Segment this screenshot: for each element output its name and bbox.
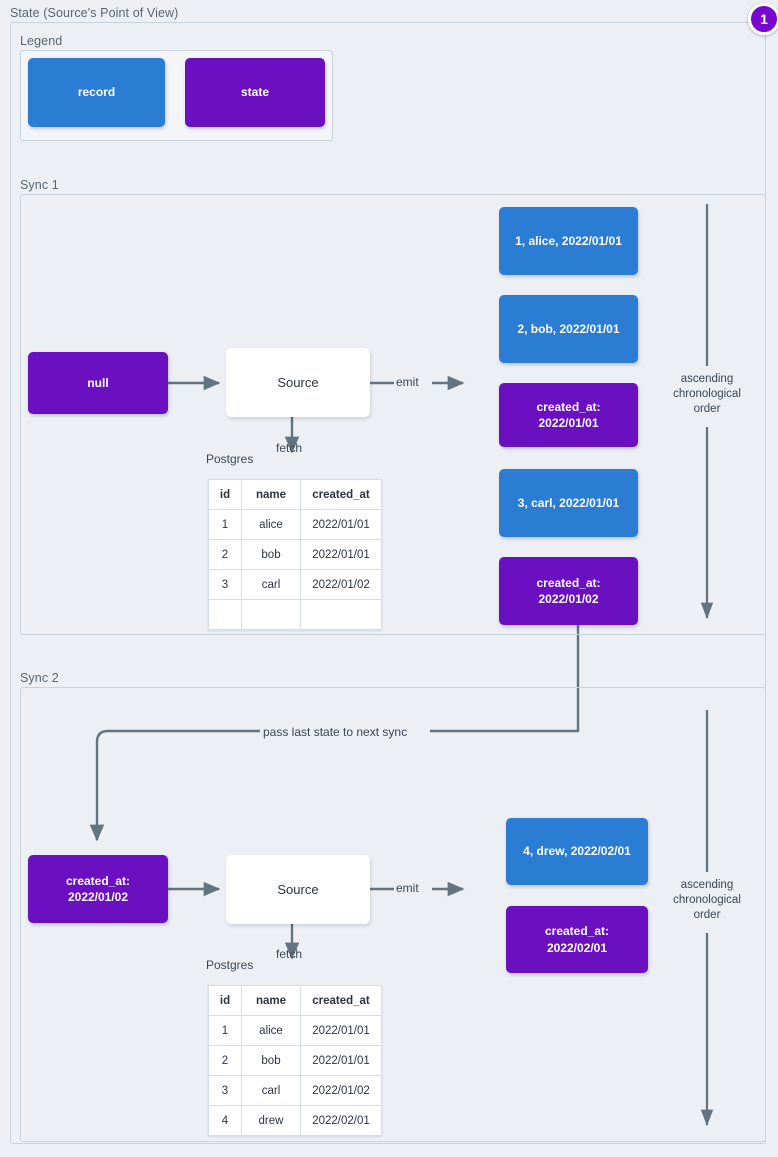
cell-id: 1 bbox=[208, 509, 242, 540]
sync1-emitted-state-1: created_at: 2022/01/01 bbox=[499, 383, 638, 447]
table-row: 2 bob 2022/01/01 bbox=[208, 1045, 382, 1076]
table-header-row: id name created_at bbox=[208, 479, 382, 510]
legend-swatch-record: record bbox=[28, 58, 165, 127]
order-note-line-1: ascending bbox=[680, 373, 734, 385]
cell-id: 2 bbox=[208, 539, 242, 570]
cell-created-at: 2022/01/01 bbox=[300, 1015, 382, 1046]
sync2-title: Sync 2 bbox=[20, 671, 59, 685]
col-id: id bbox=[208, 985, 242, 1016]
state-key: created_at: bbox=[536, 399, 601, 414]
sync1-title: Sync 1 bbox=[20, 178, 59, 192]
cell-name: alice bbox=[241, 509, 301, 540]
order-note-line-2: chronological bbox=[673, 388, 741, 401]
step-badge: 1 bbox=[748, 3, 778, 35]
col-name: name bbox=[241, 985, 301, 1016]
state-value: 2022/01/02 bbox=[538, 592, 599, 606]
col-name: name bbox=[241, 479, 301, 510]
legend-title: Legend bbox=[20, 34, 63, 48]
col-created-at: created_at bbox=[300, 985, 382, 1016]
sync1-source-node: Source bbox=[226, 348, 370, 417]
sync2-order-note: ascending chronological order bbox=[662, 878, 752, 924]
cell-name: drew bbox=[241, 1105, 301, 1136]
legend-swatch-state: state bbox=[185, 58, 325, 127]
sync2-emitted-record-1: 4, drew, 2022/02/01 bbox=[506, 818, 648, 885]
cell-name bbox=[241, 599, 301, 630]
sync1-postgres-table: id name created_at 1 alice 2022/01/01 2 … bbox=[208, 479, 382, 630]
cell-id: 1 bbox=[208, 1015, 242, 1046]
state-value: 2022/02/01 bbox=[546, 940, 608, 955]
sync1-emitted-record-1: 1, alice, 2022/01/01 bbox=[499, 207, 638, 275]
sync1-emitted-state-2: created_at: 2022/01/02 bbox=[499, 557, 638, 625]
sync1-db-label: Postgres bbox=[206, 452, 254, 466]
sync1-order-note: ascending chronological order bbox=[662, 372, 752, 418]
table-row: 3 carl 2022/01/02 bbox=[208, 569, 382, 600]
cell-created-at: 2022/01/01 bbox=[300, 1045, 382, 1076]
state-key: created_at: bbox=[536, 575, 601, 590]
order-note-line-1: ascending bbox=[680, 879, 734, 891]
cell-created-at bbox=[300, 599, 382, 630]
table-row: 2 bob 2022/01/01 bbox=[208, 539, 382, 570]
cell-id: 4 bbox=[208, 1105, 242, 1136]
cell-name: alice bbox=[241, 1015, 301, 1046]
state-key: created_at: bbox=[544, 924, 610, 939]
sync1-emitted-record-3: 3, carl, 2022/01/01 bbox=[499, 469, 638, 537]
table-row-empty bbox=[208, 599, 382, 630]
cell-created-at: 2022/02/01 bbox=[300, 1105, 382, 1136]
state-value: 2022/01/02 bbox=[67, 890, 129, 904]
table-row: 3 carl 2022/01/02 bbox=[208, 1075, 382, 1106]
state-key: created_at: bbox=[65, 873, 131, 888]
cell-created-at: 2022/01/01 bbox=[300, 539, 382, 570]
order-note-line-3: order bbox=[693, 909, 721, 922]
cell-created-at: 2022/01/02 bbox=[300, 1075, 382, 1106]
sync2-emit-label: emit bbox=[396, 881, 419, 895]
sync2-postgres-table: id name created_at 1 alice 2022/01/01 2 … bbox=[208, 985, 382, 1136]
table-row: 1 alice 2022/01/01 bbox=[208, 509, 382, 540]
cell-id: 3 bbox=[208, 569, 242, 600]
pass-state-label: pass last state to next sync bbox=[260, 725, 411, 739]
cell-created-at: 2022/01/01 bbox=[300, 509, 382, 540]
sync1-input-state: null bbox=[28, 352, 168, 414]
sync2-fetch-label: fetch bbox=[276, 947, 303, 961]
table-header-row: id name created_at bbox=[208, 985, 382, 1016]
cell-name: bob bbox=[241, 1045, 301, 1076]
order-note-line-3: order bbox=[693, 403, 721, 416]
sync2-source-node: Source bbox=[226, 855, 370, 924]
sync2-emitted-state-1: created_at: 2022/02/01 bbox=[506, 906, 648, 973]
table-row: 4 drew 2022/02/01 bbox=[208, 1105, 382, 1136]
cell-name: bob bbox=[241, 539, 301, 570]
col-created-at: created_at bbox=[300, 479, 382, 510]
cell-id bbox=[208, 599, 242, 630]
sync1-fetch-label: fetch bbox=[276, 441, 303, 455]
cell-name: carl bbox=[241, 1075, 301, 1106]
sync2-frame bbox=[20, 687, 766, 1142]
sync1-emit-label: emit bbox=[396, 375, 419, 389]
order-note-line-2: chronological bbox=[673, 894, 741, 907]
state-value: 2022/01/01 bbox=[538, 416, 599, 430]
cell-name: carl bbox=[241, 569, 301, 600]
col-id: id bbox=[208, 479, 242, 510]
sync1-frame bbox=[20, 194, 766, 635]
cell-id: 2 bbox=[208, 1045, 242, 1076]
cell-id: 3 bbox=[208, 1075, 242, 1106]
sync2-db-label: Postgres bbox=[206, 958, 254, 972]
table-row: 1 alice 2022/01/01 bbox=[208, 1015, 382, 1046]
page-title: State (Source's Point of View) bbox=[10, 6, 179, 20]
sync2-input-state: created_at: 2022/01/02 bbox=[28, 855, 168, 923]
sync1-emitted-record-2: 2, bob, 2022/01/01 bbox=[499, 295, 638, 363]
cell-created-at: 2022/01/02 bbox=[300, 569, 382, 600]
